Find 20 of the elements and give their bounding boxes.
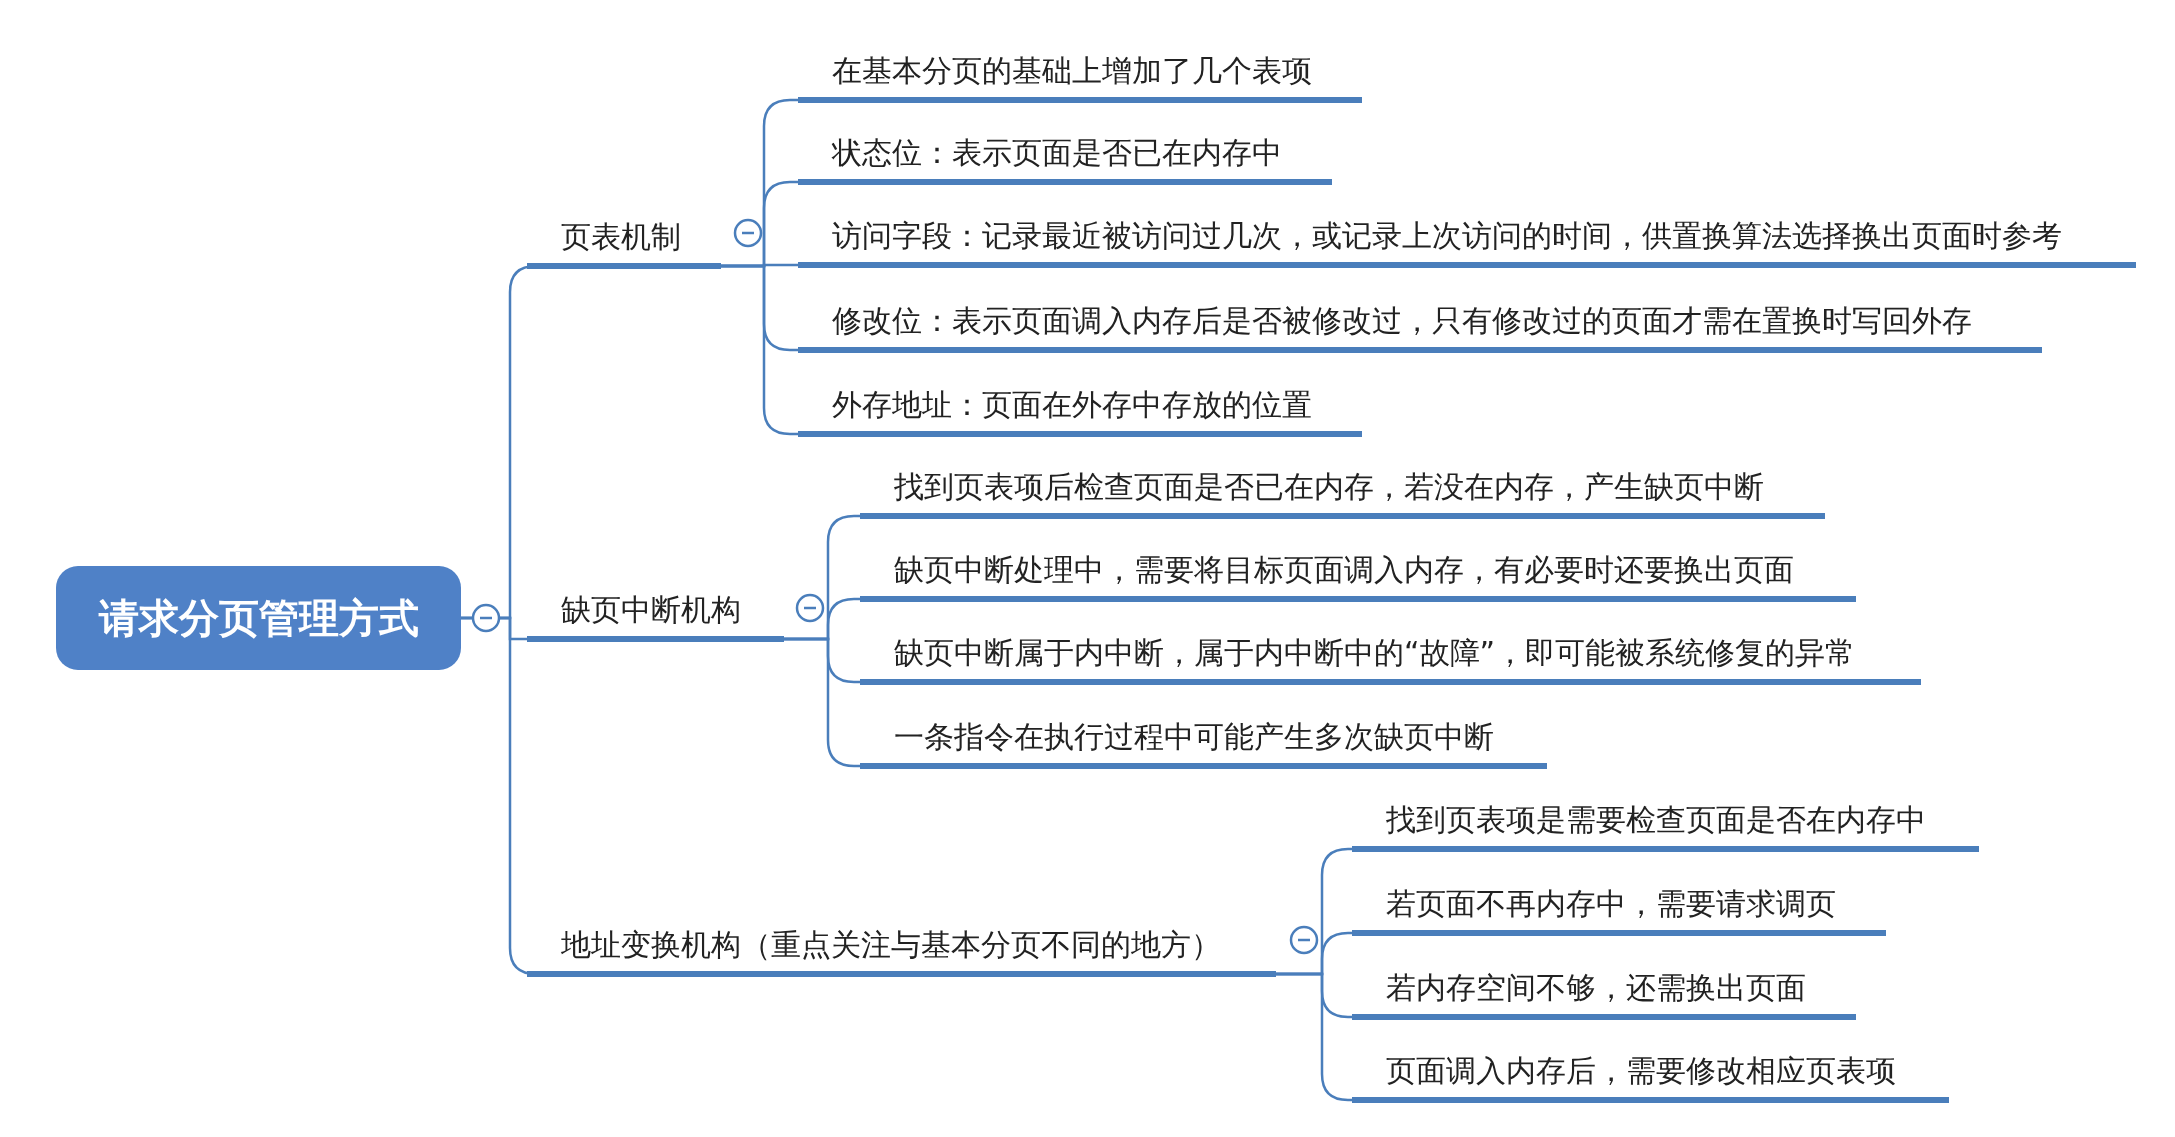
topic-text: 一条指令在执行过程中可能产生多次缺页中断 — [860, 715, 1547, 769]
topic-text: 页表机制 — [527, 215, 721, 269]
topic-text: 在基本分页的基础上增加了几个表项 — [798, 49, 1362, 103]
topic-text: 若页面不再内存中，需要请求调页 — [1352, 882, 1886, 936]
topic-text: 找到页表项是需要检查页面是否在内存中 — [1352, 798, 1979, 852]
topic-text: 状态位：表示页面是否已在内存中 — [798, 131, 1332, 185]
topic-text: 访问字段：记录最近被访问过几次，或记录上次访问的时间，供置换算法选择换出页面时参考 — [798, 214, 2136, 268]
topic-text: 缺页中断处理中，需要将目标页面调入内存，有必要时还要换出页面 — [860, 548, 1856, 602]
topic-text: 修改位：表示页面调入内存后是否被修改过，只有修改过的页面才需在置换时写回外存 — [798, 299, 2042, 353]
connector-line — [721, 264, 798, 436]
connector-line — [1276, 972, 1352, 1102]
topic-text: 若内存空间不够，还需换出页面 — [1352, 966, 1856, 1020]
connector-line — [784, 637, 860, 768]
topic-text: 缺页中断属于内中断，属于内中断中的“故障”，即可能被系统修复的异常 — [860, 631, 1921, 685]
topic-text: 地址变换机构（重点关注与基本分页不同的地方） — [527, 923, 1276, 977]
topic-text: 外存地址：页面在外存中存放的位置 — [798, 383, 1362, 437]
topic-text: 缺页中断机构 — [527, 588, 784, 642]
topic-text: 找到页表项后检查页面是否已在内存，若没在内存，产生缺页中断 — [860, 465, 1825, 519]
topic-text: 页面调入内存后，需要修改相应页表项 — [1352, 1049, 1949, 1103]
root-topic-box: 请求分页管理方式 — [56, 566, 461, 670]
